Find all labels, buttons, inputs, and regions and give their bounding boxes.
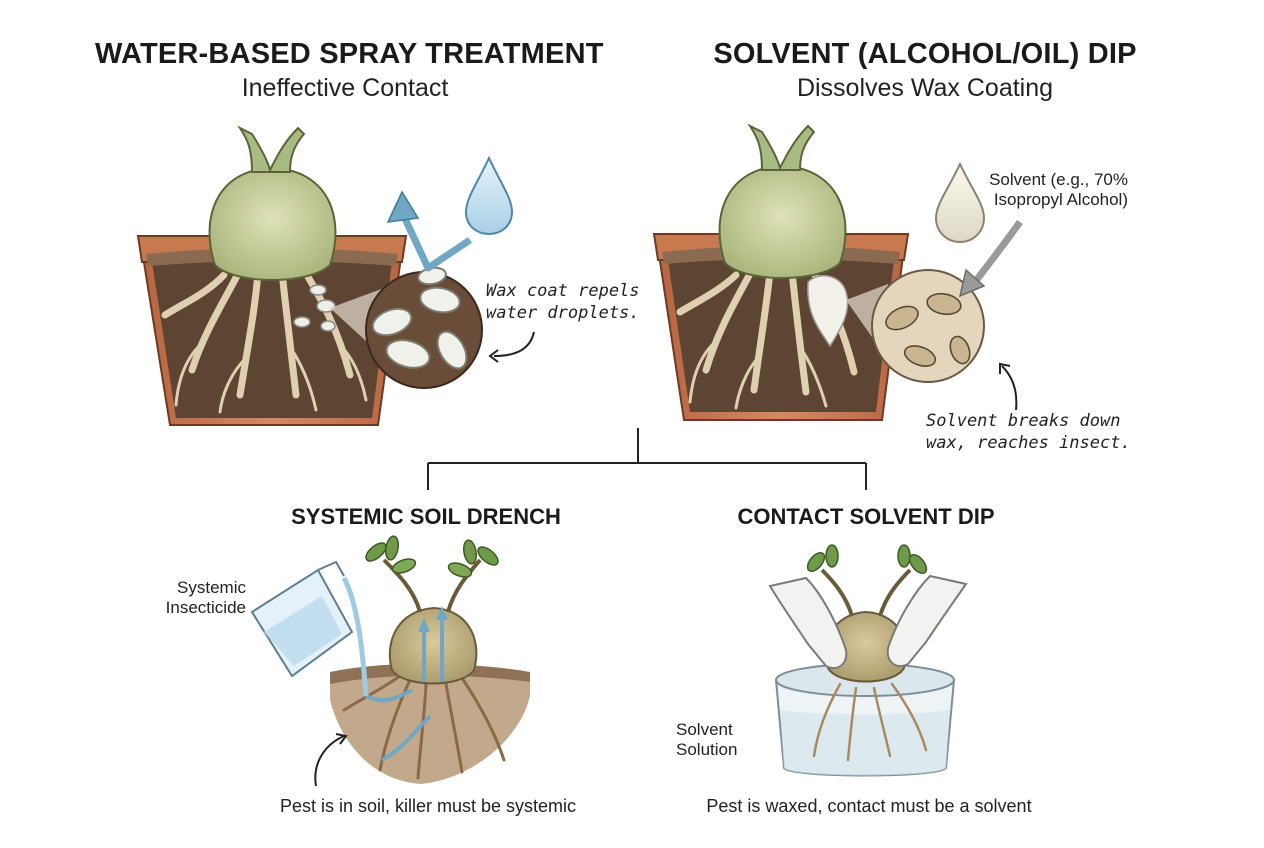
water-spray-subtitle: Ineffective Contact: [241, 74, 449, 102]
solvent-solution-label-line-1: Solvent: [676, 720, 733, 739]
leaves-dip: [806, 544, 928, 617]
solvent-dip-title: SOLVENT (ALCOHOL/OIL) DIP: [713, 38, 1137, 70]
water-drop-icon: [464, 155, 514, 236]
mealybugs-roots-left: [293, 284, 336, 332]
systemic-insecticide-label-line-2: Insecticide: [165, 598, 246, 617]
contact-dip-title: CONTACT SOLVENT DIP: [737, 504, 995, 529]
branch-connector: [427, 428, 867, 490]
solvent-solution-label: Solvent Solution: [676, 720, 760, 760]
mealybugs-magnified-right: [885, 292, 971, 367]
caudex-left: [208, 166, 337, 281]
roots-left: [161, 266, 354, 399]
solvent-breaks-callout-line-2: wax, reaches insect.: [926, 433, 1131, 453]
right-glove-icon: [886, 574, 968, 667]
wax-repels-callout: Wax coat repels water droplets.: [486, 280, 640, 324]
soil-drench-title: SYSTEMIC SOIL DRENCH: [291, 504, 561, 529]
leaves-drench: [365, 535, 499, 613]
solvent-dip-illustration: [652, 123, 1023, 421]
pour-stream: [341, 576, 369, 697]
solvent-callout-arrow-icon: [1001, 365, 1018, 411]
water-spray-illustration: [136, 125, 535, 426]
caudex-stems-right: [747, 123, 816, 171]
water-spray-title: WATER-BASED SPRAY TREATMENT: [95, 38, 604, 70]
systemic-insecticide-label-line-1: Systemic: [177, 578, 246, 597]
solvent-type-label-line-1: Solvent (e.g., 70%: [989, 170, 1128, 189]
soil-drench-caption: Pest is in soil, killer must be systemic: [279, 796, 577, 816]
solvent-drop-icon: [934, 161, 986, 244]
bounce-arrow-icon: [398, 210, 472, 272]
caudex-right: [718, 164, 847, 279]
caudex-drench: [388, 606, 478, 685]
wax-repels-callout-line-2: water droplets.: [486, 303, 640, 323]
soil-mound: [330, 663, 530, 784]
left-glove-icon: [768, 576, 848, 669]
soil-left: [152, 262, 392, 418]
solvent-breaks-callout: Solvent breaks down wax, reaches insect.: [926, 410, 1131, 454]
solvent-dip-subtitle: Dissolves Wax Coating: [796, 74, 1054, 102]
caudex-stems-left: [237, 125, 306, 173]
wax-callout-arrow-icon: [493, 331, 535, 357]
systemic-insecticide-label: Systemic Insecticide: [146, 578, 246, 618]
roots-drench: [342, 674, 506, 780]
mealybugs-magnified-left: [371, 266, 468, 370]
soil-drench-illustration: [250, 535, 530, 787]
contact-dip-illustration: [768, 544, 968, 777]
uptake-arrows: [365, 618, 444, 762]
solvent-breaks-callout-line-1: Solvent breaks down: [926, 411, 1121, 431]
solvent-type-label-line-2: Isopropyl Alcohol): [993, 190, 1128, 209]
solvent-solution-label-line-2: Solution: [676, 740, 738, 759]
roots-dip: [812, 682, 928, 762]
solvent-type-label: Solvent (e.g., 70% Isopropyl Alcohol): [960, 170, 1128, 210]
drench-callout-arrow-icon: [314, 735, 345, 787]
wax-repels-callout-line-1: Wax coat repels: [486, 281, 640, 301]
soil-right: [668, 260, 894, 412]
dissolving-wax-right: [807, 274, 849, 348]
contact-dip-caption: Pest is waxed, contact must be a solvent: [706, 796, 1032, 816]
